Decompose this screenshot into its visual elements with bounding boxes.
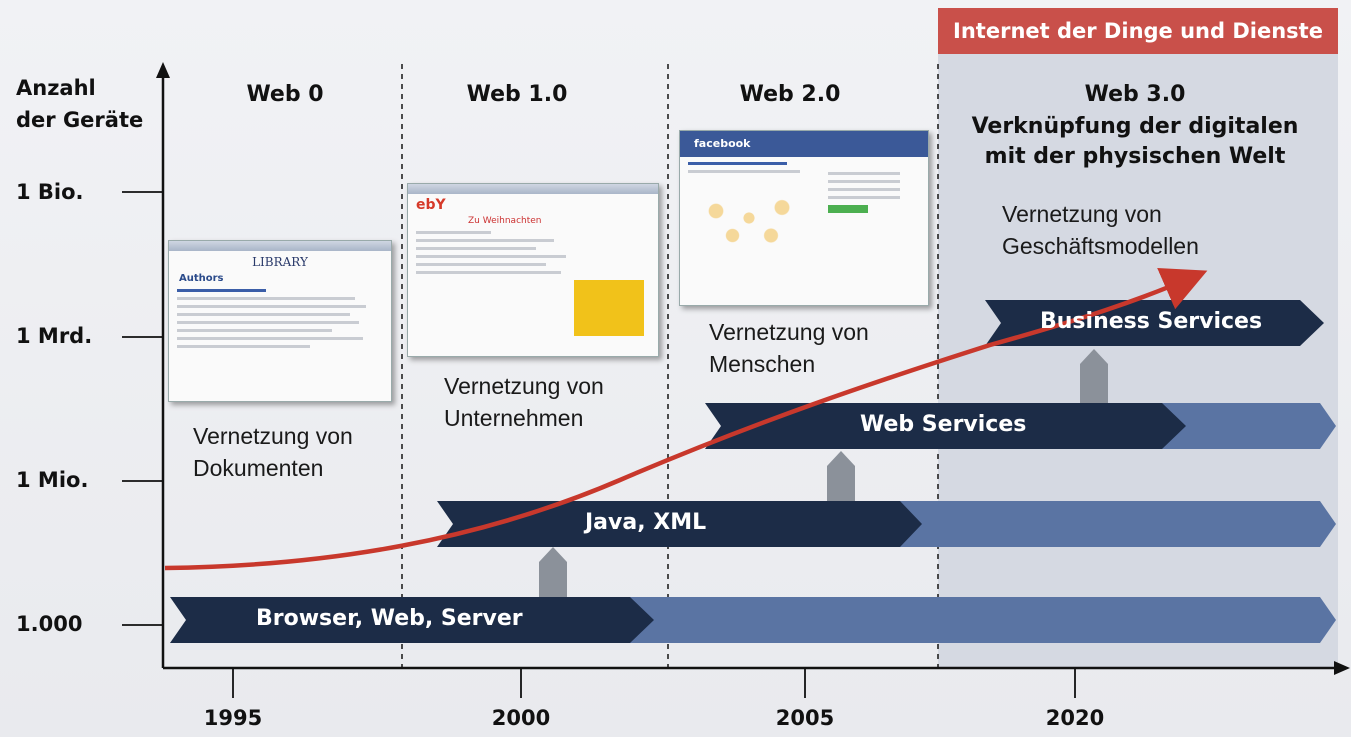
caption-line: Vernetzung von — [709, 319, 869, 345]
ebay-logo: ebY — [416, 197, 446, 213]
library-heading: Authors — [179, 273, 224, 284]
band-title: Internet der Dinge und Dienste — [938, 8, 1338, 54]
facebook-logo: facebook — [680, 131, 928, 157]
era-subtitle: mit der physischen Welt — [984, 144, 1286, 169]
arrow-web-services — [705, 403, 1186, 449]
caption-line: Vernetzung von — [1002, 201, 1162, 227]
connector-arrow — [539, 547, 567, 597]
arrow-extension-java — [880, 501, 1336, 547]
arrow-label-java-xml: Java, XML — [585, 510, 707, 535]
y-tick-label: 1 Mio. — [16, 468, 89, 492]
arrow-label-business-services: Business Services — [1040, 309, 1263, 334]
y-axis-title: Anzahl — [16, 76, 96, 100]
facebook-network-image — [694, 183, 804, 253]
x-tick-label: 2005 — [775, 706, 835, 730]
y-tick-label: 1 Bio. — [16, 180, 84, 204]
facebook-screenshot: facebook — [679, 130, 929, 306]
era-title: Web 1.0 — [466, 82, 568, 107]
era-title: Web 0 — [246, 82, 324, 107]
arrow-java-xml — [437, 501, 922, 547]
growth-curve — [164, 267, 1208, 571]
caption-line: Geschäftsmodellen — [1002, 233, 1199, 260]
caption-line: Unternehmen — [444, 405, 584, 432]
caption-line: Dokumenten — [193, 455, 324, 482]
x-axis-arrowhead — [1334, 661, 1350, 675]
caption-companies: Vernetzung von Unternehmen — [444, 370, 604, 434]
ebay-promo-box — [574, 280, 644, 336]
arrow-extension-webservices — [1140, 403, 1336, 449]
connector-arrow — [1080, 349, 1108, 403]
connector-arrow — [827, 451, 855, 501]
arrow-business-services — [985, 300, 1324, 346]
library-logo-text: LIBRARY — [252, 255, 308, 269]
caption-line: Vernetzung von — [444, 373, 604, 399]
caption-line: Menschen — [709, 351, 816, 378]
x-tick-label: 1995 — [203, 706, 263, 730]
web3-band — [938, 54, 1338, 668]
caption-people: Vernetzung von Menschen — [709, 316, 869, 380]
facebook-form — [820, 167, 910, 257]
arrow-extension-browser — [600, 597, 1336, 643]
library-screenshot: LIBRARY Authors — [168, 240, 392, 402]
arrow-browser-web-server — [170, 597, 654, 643]
ebay-screenshot: ebY Zu Weihnachten — [407, 183, 659, 357]
ebay-heading: Zu Weihnachten — [468, 216, 542, 226]
caption-business-models: Vernetzung von Geschäftsmodellen — [1002, 198, 1199, 262]
arrow-label-browser-web-server: Browser, Web, Server — [256, 606, 523, 631]
caption-documents: Vernetzung von Dokumenten — [193, 420, 353, 484]
y-tick-label: 1.000 — [16, 612, 83, 636]
x-tick-label: 2000 — [491, 706, 551, 730]
y-axis-title: der Geräte — [16, 108, 144, 132]
y-tick-label: 1 Mrd. — [16, 324, 93, 348]
era-title: Web 3.0 — [1084, 82, 1186, 107]
era-title: Web 2.0 — [739, 82, 841, 107]
y-axis-arrowhead — [156, 62, 170, 78]
era-subtitle: Verknüpfung der digitalen — [971, 114, 1299, 139]
x-tick-label: 2020 — [1045, 706, 1105, 730]
caption-line: Vernetzung von — [193, 423, 353, 449]
arrow-label-web-services: Web Services — [860, 412, 1027, 437]
